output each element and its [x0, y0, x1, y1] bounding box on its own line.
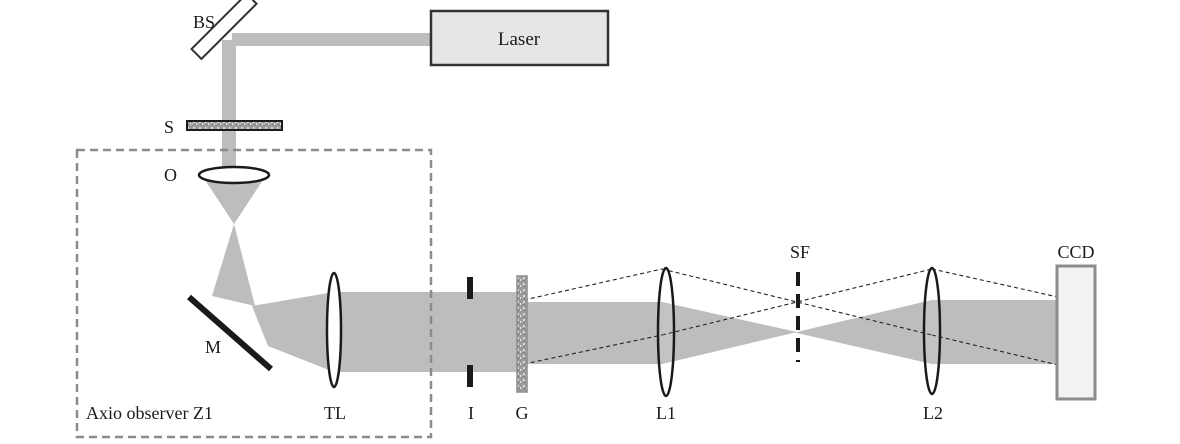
ray-upper-g-l1 [523, 268, 663, 301]
mirror-label: M [205, 337, 221, 357]
ccd-label: CCD [1057, 242, 1094, 262]
beam-splitter [190, 0, 258, 61]
ray-lower-g-l1 [523, 334, 663, 365]
objective-label: O [164, 165, 177, 185]
iris-label: I [468, 403, 474, 423]
beam-splitter-label: BS [193, 12, 215, 32]
enclosure-label: Axio observer Z1 [86, 403, 213, 423]
laser-box [429, 9, 610, 67]
beam-path [205, 33, 1058, 372]
iris-upper [467, 277, 473, 299]
beam-laser-to-bs [232, 33, 432, 46]
beam-vertical [222, 40, 236, 172]
grating [516, 275, 528, 393]
beam-cone-mirror [212, 224, 255, 306]
lens-l1-label: L1 [656, 403, 676, 423]
beam-cross-2 [797, 300, 932, 364]
tube-lens [325, 271, 343, 389]
ccd-camera [1055, 264, 1097, 401]
beam-l2-to-ccd [932, 300, 1058, 364]
beam-tl-to-g [334, 292, 522, 372]
sample-slide [186, 120, 283, 131]
ray-l2-ccd-lower [931, 334, 1059, 366]
ray-l2-ccd-upper [931, 268, 1059, 298]
beam-cross [662, 302, 797, 364]
ray-l1-l2-b [661, 268, 933, 336]
mirror [187, 294, 273, 372]
spatial-filter-label: SF [790, 242, 810, 262]
iris-lower [467, 365, 473, 387]
sample-label: S [164, 117, 174, 137]
lens-l1 [656, 266, 676, 398]
beam-cone-objective [205, 180, 263, 224]
lens-l2-label: L2 [923, 403, 943, 423]
tube-lens-label: TL [324, 403, 346, 423]
grating-label: G [516, 403, 529, 423]
lens-l2 [922, 266, 942, 396]
laser-label: Laser [498, 29, 541, 50]
microscope-enclosure [75, 148, 433, 439]
ray-l1-l2-a [661, 268, 933, 336]
objective-lens [197, 165, 271, 185]
beam-g-to-l1 [522, 302, 662, 364]
diffracted-rays [523, 268, 1059, 366]
beam-mirror-to-tl [252, 292, 334, 372]
